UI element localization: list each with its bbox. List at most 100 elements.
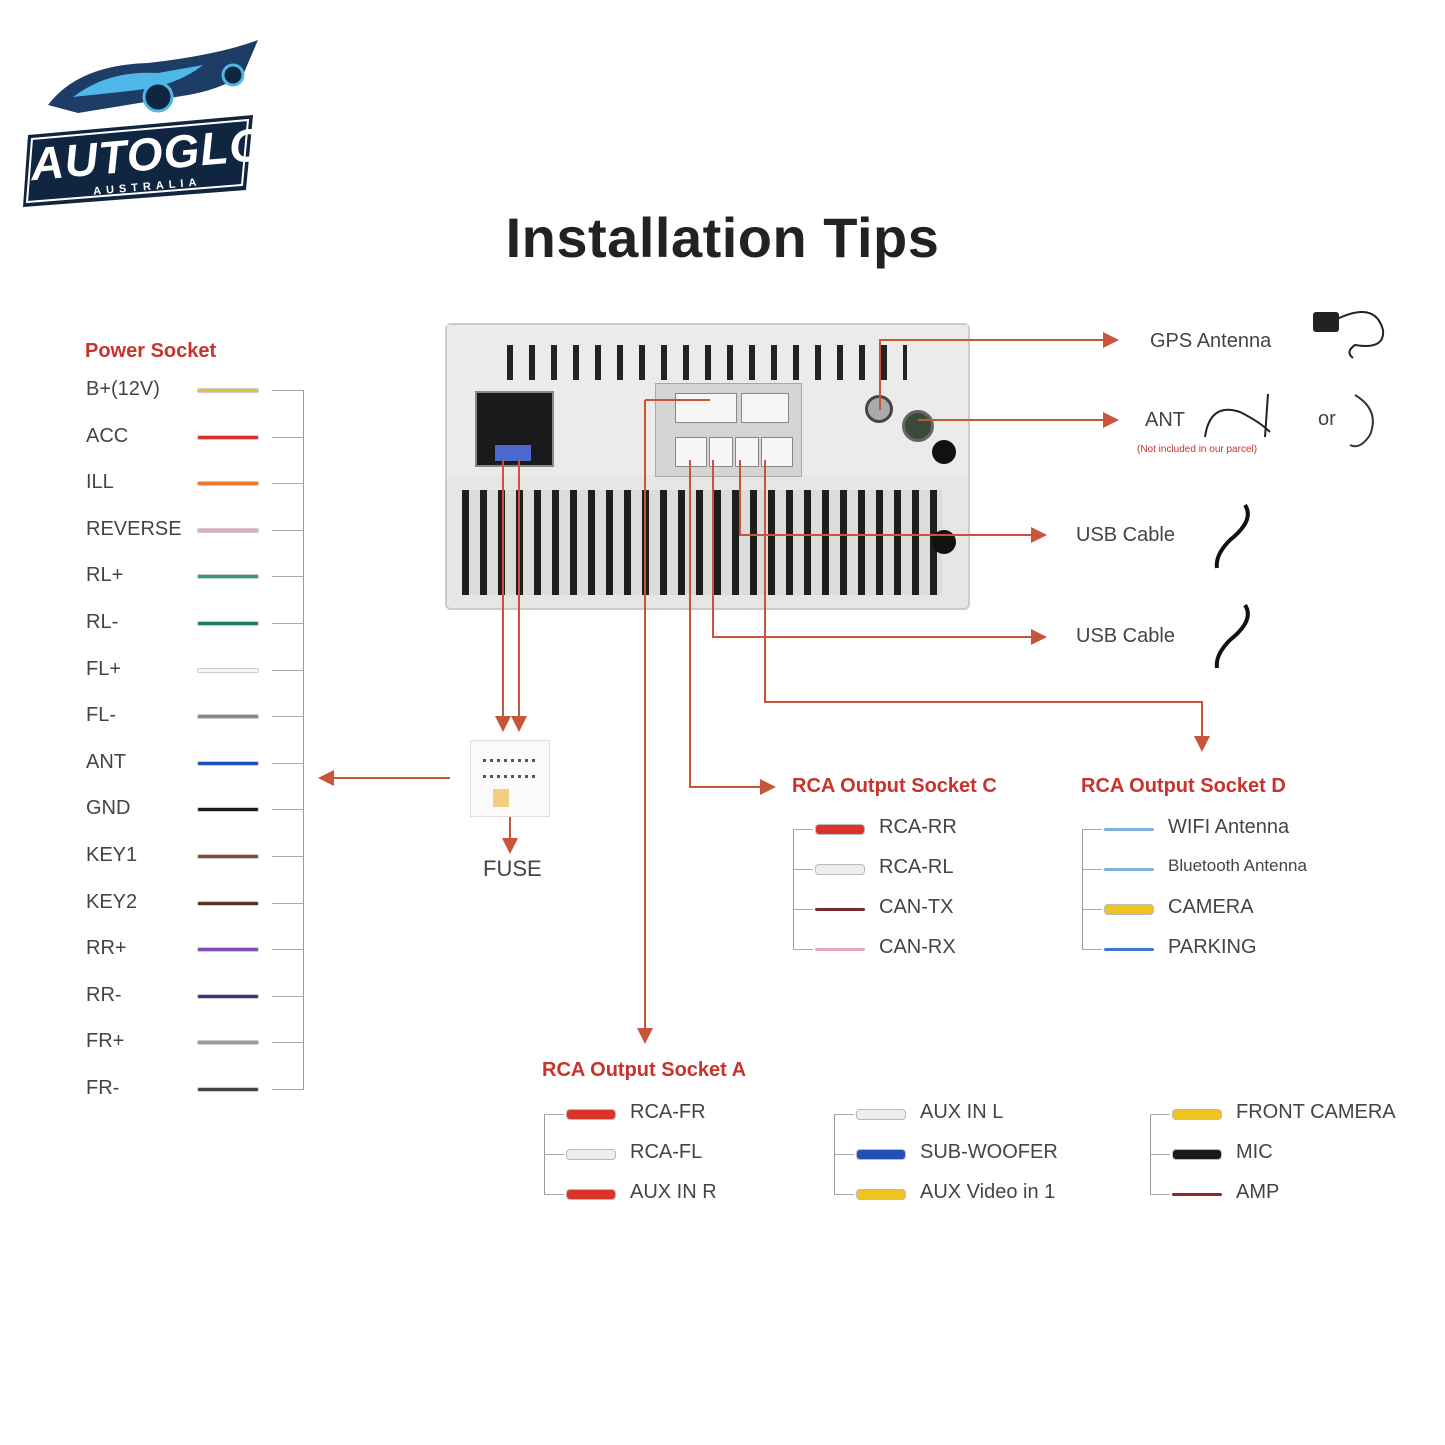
power-wire-connector <box>272 856 303 857</box>
power-wire-label: B+(12V) <box>86 378 160 400</box>
socket-item-label: SUB-WOOFER <box>920 1141 1058 1163</box>
head-unit-back <box>445 323 970 610</box>
socket-connector <box>793 909 813 910</box>
fuse-label: FUSE <box>483 856 542 881</box>
socket-item-label: Bluetooth Antenna <box>1168 856 1307 875</box>
socket-item-label: AUX Video in 1 <box>920 1181 1056 1203</box>
power-wire-label: FL- <box>86 704 116 727</box>
ant-label: ANT <box>1145 409 1185 431</box>
rca-plug-icon <box>856 1189 906 1200</box>
socket-connector <box>1082 949 1102 950</box>
socket-connector <box>834 1194 854 1195</box>
power-wire-label: ILL <box>86 471 114 494</box>
power-wire-label: KEY1 <box>86 844 138 866</box>
power-wire-connector <box>272 390 303 391</box>
power-wire-label: RL- <box>86 611 119 633</box>
socket-connector <box>1082 909 1102 910</box>
power-wire <box>197 760 259 766</box>
rca-plug-icon <box>1172 1109 1222 1120</box>
power-wire-label: GND <box>86 797 131 820</box>
usb-cable-2-label: USB Cable <box>1076 625 1175 647</box>
power-socket-heading: Power Socket <box>85 340 217 362</box>
power-wire-connector <box>272 762 303 764</box>
autoglo-logo: AUTOGLO AUSTRALIA <box>18 35 268 210</box>
socket-connector <box>793 949 813 950</box>
power-wire-label: FL+ <box>86 657 122 680</box>
wire-lead <box>1104 828 1154 831</box>
power-wire-label: FR+ <box>86 1030 125 1053</box>
vent-top <box>507 345 907 380</box>
power-wire-connector <box>272 809 303 811</box>
fuse-box <box>470 740 550 817</box>
heatsink <box>462 490 942 595</box>
ant-cable-icon <box>1349 394 1374 448</box>
wire-lead <box>1104 948 1154 951</box>
ant-antenna-icon <box>1204 393 1271 438</box>
power-wire-connector <box>272 483 303 485</box>
power-bracket <box>303 390 304 1090</box>
socket-item-label: CAN-RX <box>879 936 956 958</box>
socket-item-label: RCA-RL <box>879 856 954 878</box>
socket-item-label: FRONT CAMERA <box>1236 1101 1396 1123</box>
power-wire-connector <box>272 576 303 578</box>
power-wire-connector <box>272 1089 303 1090</box>
power-wire-label: RR- <box>86 983 122 1006</box>
socket-connector <box>1150 1154 1170 1155</box>
gps-antenna-label: GPS Antenna <box>1150 330 1272 352</box>
socket-item-label: AMP <box>1236 1181 1280 1203</box>
socket-item-label: AUX IN R <box>630 1181 717 1203</box>
rca-plug-icon <box>566 1109 616 1120</box>
wire-lead <box>815 948 865 951</box>
or-label: or <box>1318 408 1336 430</box>
power-wire <box>197 667 259 673</box>
fuse-icon <box>493 789 509 807</box>
power-wire-label: KEY2 <box>86 890 138 913</box>
rca-plug-icon <box>815 864 865 875</box>
power-wire-label: REVERSE <box>86 517 182 540</box>
rca-plug-icon <box>856 1149 906 1160</box>
rca-plug-icon <box>1172 1149 1222 1160</box>
power-wire <box>197 854 259 859</box>
usb-cable-1-label: USB Cable <box>1076 524 1175 546</box>
power-wire <box>197 1087 259 1092</box>
socket-connector <box>834 1154 854 1155</box>
socket-connector <box>793 829 813 830</box>
power-wire-label: ACC <box>86 424 129 447</box>
power-wire <box>197 621 259 626</box>
socket-connector <box>544 1114 564 1115</box>
power-wire <box>197 1040 259 1046</box>
wire-lead <box>1172 1193 1222 1196</box>
power-wire-label: RL+ <box>86 564 124 587</box>
power-wire <box>197 434 259 440</box>
power-wire-connector <box>272 1042 303 1044</box>
power-wire <box>197 388 259 393</box>
socket-connector <box>1150 1114 1170 1115</box>
power-wire-label: ANT <box>86 750 126 773</box>
power-wire <box>197 714 259 720</box>
gps-antenna-icon <box>1313 311 1385 359</box>
socket-connector <box>834 1114 854 1115</box>
power-wire <box>197 807 259 813</box>
power-wire <box>197 527 259 533</box>
car-silhouette-icon <box>23 40 258 207</box>
power-wire-connector <box>272 529 303 531</box>
usb-cable-icon <box>1214 503 1250 569</box>
ant-port <box>902 410 934 442</box>
socket-item-label: CAN-TX <box>879 896 954 918</box>
socket-item-label: MIC <box>1236 1141 1273 1163</box>
socket-item-label: PARKING <box>1168 936 1257 958</box>
socket-connector <box>1082 869 1102 870</box>
socket-item-label: RCA-FL <box>630 1141 703 1163</box>
rca-plug-icon <box>815 824 865 835</box>
power-wire <box>197 947 259 953</box>
power-wire-connector <box>272 623 303 624</box>
socket-item-label: AUX IN L <box>920 1101 1004 1123</box>
usb-cable-icon <box>1214 603 1250 669</box>
power-wire-label: FR- <box>86 1077 120 1099</box>
power-wire <box>197 993 259 999</box>
rca-plug-icon <box>566 1149 616 1160</box>
power-wire-connector <box>272 949 303 951</box>
rca-plug-icon <box>856 1109 906 1120</box>
socket-bracket <box>793 829 794 949</box>
